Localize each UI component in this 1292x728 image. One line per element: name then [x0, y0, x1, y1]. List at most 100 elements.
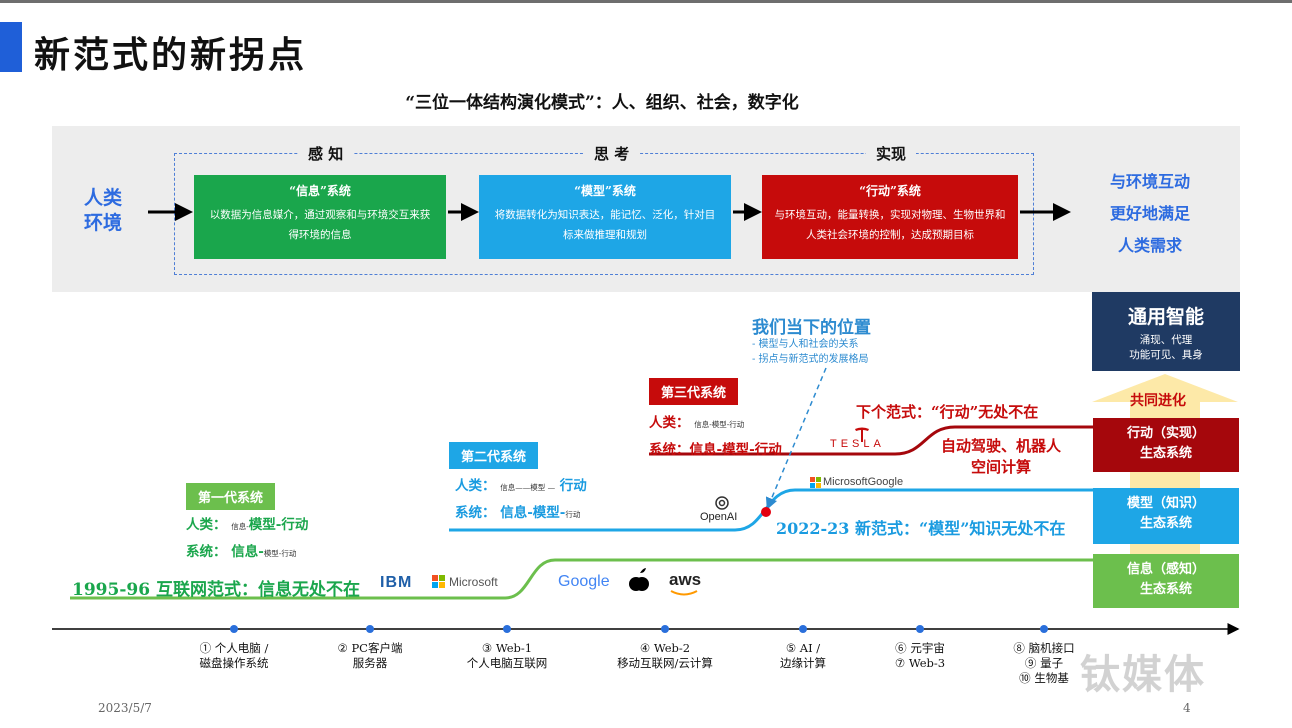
tl5-b: 边缘计算	[780, 656, 826, 670]
gen2-human-prefix: 人类：	[455, 478, 496, 494]
model-system-title: “模型”系统	[574, 184, 636, 198]
timeline-dot-2	[366, 625, 374, 633]
tl6-a: ⑥ 元宇宙	[895, 641, 945, 655]
page-number: 4	[1183, 701, 1191, 715]
tl5-a: ⑤ AI /	[785, 641, 821, 655]
microsoft-logo-mark	[432, 477, 821, 588]
action-paradigm-detail: 自动驾驶、机器人 空间计算	[926, 436, 1076, 478]
google-logo: Google	[558, 573, 610, 590]
gen1-system-small: 模型-行动	[263, 549, 297, 558]
timeline-dot-5	[799, 625, 807, 633]
tl7-c: ⑩ 生物基	[1019, 671, 1069, 685]
gen1-system-big: 信息-	[231, 544, 264, 560]
model-eco-line-2: 生态系统	[1139, 516, 1192, 531]
tl1-a: ① 个人电脑 /	[199, 641, 269, 655]
stage-perceive: 感 知	[298, 143, 354, 164]
info-ecosystem: 信息（感知） 生态系统	[1093, 554, 1239, 608]
info-system-desc: 以数据为信息媒介，通过观察和与环境交互来获得环境的信息	[209, 209, 431, 241]
action-eco-line-1: 行动（实现）	[1126, 426, 1205, 441]
action-system-desc: 与环境互动，能量转换，实现对物理、生物世界和人类社会环境的控制，达成预期目标	[774, 209, 1006, 241]
detail-line-2: 空间计算	[970, 458, 1031, 476]
co-evolve-label: 共同进化	[1130, 393, 1186, 409]
action-ecosystem: 行动（实现） 生态系统	[1093, 418, 1239, 472]
watermark: 钛媒体	[1080, 651, 1206, 698]
stage-think: 思 考	[584, 143, 640, 164]
timeline-dot-6	[916, 625, 924, 633]
current-position-title: 我们当下的位置	[752, 318, 871, 338]
output-line-2: 更好地满足	[1109, 204, 1190, 223]
gen3-human-small: 信息-模型-行动	[694, 420, 745, 429]
openai-logo-mark	[715, 496, 729, 510]
output-line-3: 人类需求	[1117, 236, 1182, 255]
current-position-bullets: - 模型与人和社会的关系 - 拐点与新范式的发展格局	[752, 337, 869, 367]
gen1-system-prefix: 系统：	[186, 544, 227, 560]
timeline-dot-7	[1040, 625, 1048, 633]
gen1-human-small: 信息-	[231, 522, 249, 531]
info-system-box: “信息”系统 以数据为信息媒介，通过观察和与环境交互来获得环境的信息	[194, 175, 446, 259]
timeline-label-5: ⑤ AI /边缘计算	[763, 641, 843, 671]
gen2-system-line: 系统： 信息-模型-行动	[455, 501, 580, 521]
timeline-dot-4	[661, 625, 669, 633]
timeline-dot-3	[503, 625, 511, 633]
gen2-system-small: 行动	[565, 510, 581, 519]
tl6-b: ⑦ Web-3	[894, 656, 946, 670]
paradigm-internet: 1995-96 互联网范式：信息无处不在	[72, 580, 360, 600]
tesla-t-logo	[855, 427, 869, 442]
agi-box: 通用智能 涌现、代理 功能可见、具身	[1092, 292, 1240, 371]
gen2-system-prefix: 系统：	[455, 505, 496, 521]
gen3-human-line: 人类： 信息-模型-行动	[649, 411, 744, 431]
aws-logo: aws	[669, 570, 702, 589]
gen1-human-line: 人类： 信息-模型-行动	[186, 513, 308, 533]
curve-gen3	[649, 425, 1095, 456]
action-system-title: “行动”系统	[859, 184, 921, 198]
tl3-b: 个人电脑互联网	[466, 656, 548, 670]
apple-logo	[629, 568, 649, 591]
current-position-bullet-2: - 拐点与新范式的发展格局	[752, 354, 869, 365]
agi-line-1: 涌现、代理	[1139, 334, 1193, 346]
info-eco-line-1: 信息（感知）	[1126, 562, 1205, 577]
paradigm-model: 2022-23 新范式：“模型”知识无处不在	[776, 519, 1066, 538]
footer-date: 2023/5/7	[98, 701, 152, 715]
tl7-a: ⑧ 脑机接口	[1013, 641, 1075, 655]
timeline-dot-1	[230, 625, 238, 633]
input-line-1: 人类	[83, 187, 122, 209]
gen2-badge: 第二代系统	[449, 442, 539, 469]
current-position-bullet-1: - 模型与人和社会的关系	[752, 339, 859, 350]
gen1-system-line: 系统： 信息-模型-行动	[186, 540, 296, 560]
openai-logo: OpenAI	[700, 511, 738, 523]
timeline-label-2: ② PC客户端服务器	[320, 641, 420, 671]
gen1-badge: 第一代系统	[186, 483, 276, 510]
gen2-human-line: 人类： 信息——模型 — 行动	[455, 474, 587, 494]
ibm-logo: IBM	[380, 574, 413, 591]
output-line-1: 与环境互动	[1109, 172, 1190, 191]
subtitle: “三位一体结构演化模式”：人、组织、社会，数字化	[405, 93, 799, 113]
gen3-badge: 第三代系统	[649, 378, 739, 405]
gen1-human-big: 模型-行动	[248, 517, 309, 533]
gen2-system-big: 信息-模型-	[500, 505, 566, 521]
page-title: 新范式的新拐点	[34, 34, 308, 76]
microsoft-google-logo: MicrosoftGoogle	[823, 476, 904, 488]
detail-line-1: 自动驾驶、机器人	[940, 437, 1061, 455]
tl3-a: ③ Web-1	[481, 641, 533, 655]
title-accent-bar	[0, 22, 22, 72]
gen1-human-prefix: 人类：	[186, 517, 227, 533]
paradigm-action: 下个范式：“行动”无处不在	[856, 403, 1039, 421]
info-eco-line-2: 生态系统	[1139, 582, 1192, 597]
tl4-b: 移动互联网/云计算	[617, 656, 713, 670]
agi-line-2: 功能可见、具身	[1129, 349, 1203, 361]
gen3-human-prefix: 人类：	[649, 415, 690, 431]
info-system-title: “信息”系统	[289, 184, 351, 198]
aws-smile	[670, 590, 698, 596]
microsoft-logo: Microsoft	[449, 575, 498, 589]
model-ecosystem: 模型（知识） 生态系统	[1093, 488, 1239, 544]
tl2-a: ② PC客户端	[337, 641, 403, 655]
curve-gen1	[70, 558, 1095, 600]
model-eco-line-1: 模型（知识）	[1126, 496, 1205, 511]
model-system-box: “模型”系统 将数据转化为知识表达，能记忆、泛化，针对目标来做推理和规划	[479, 175, 731, 259]
timeline-label-1: ① 个人电脑 /磁盘操作系统	[174, 641, 294, 671]
input-label: 人类 环境	[68, 186, 138, 236]
